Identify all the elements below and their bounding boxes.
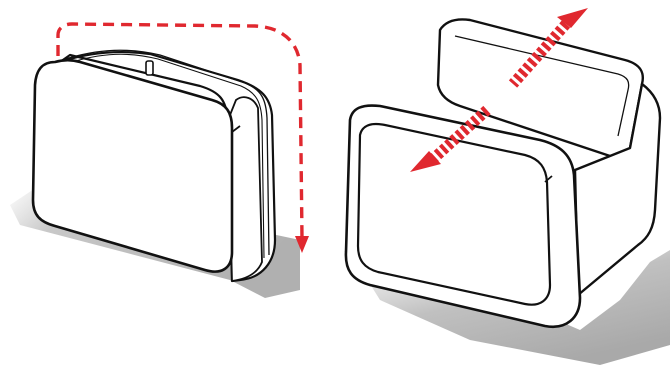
expanded-box-top-inner: [454, 35, 630, 137]
collapsed-arrow: [56, 22, 304, 239]
collapsed-box-group: [10, 22, 309, 298]
expanded-box-side-face: [573, 82, 662, 297]
expanded-box-group: [344, 8, 670, 365]
expanded-box-front-face: [356, 122, 552, 306]
expand-arrow-icon: [410, 8, 588, 172]
collapsed-box-side: [227, 96, 263, 282]
zipper-pull-icon: [145, 60, 154, 76]
collapsed-box-zipper-seam-inner: [65, 53, 265, 259]
collapsed-box-zipper-seam: [61, 49, 270, 256]
expanded-box-highlight: [544, 175, 553, 183]
collapsed-box-front-face: [31, 58, 234, 273]
collapsed-arrow-head-icon: [295, 236, 309, 253]
collapsed-box-highlight: [231, 125, 241, 133]
